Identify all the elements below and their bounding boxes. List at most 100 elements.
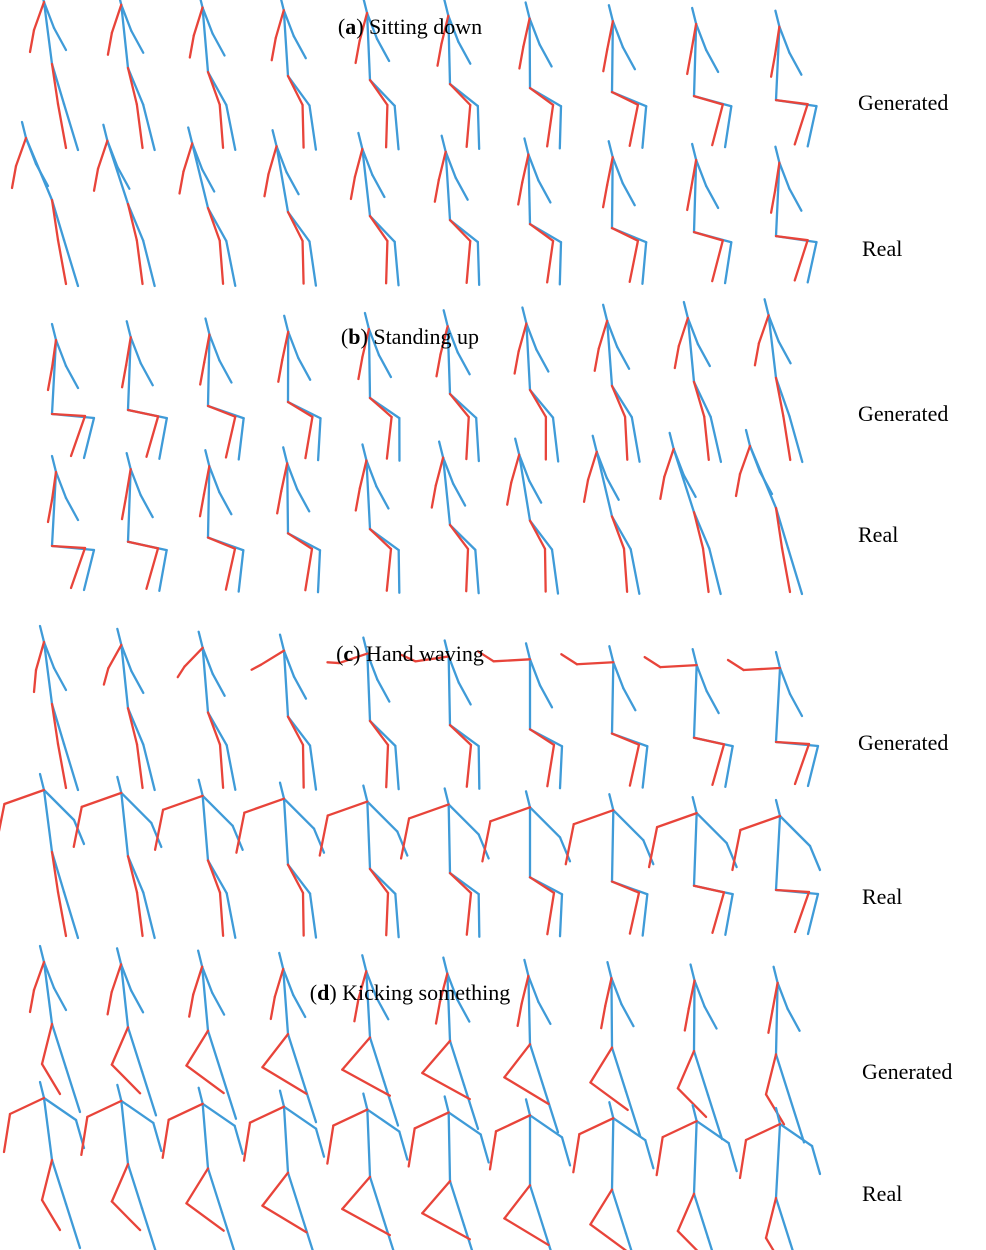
skeleton-frame	[92, 123, 156, 288]
bone-head	[362, 636, 369, 655]
bone-forearm-right	[605, 476, 620, 501]
bone-spine	[527, 153, 532, 226]
bone-thigh-left	[589, 1046, 614, 1084]
bone-upper-arm-left	[494, 1114, 532, 1133]
bone-shin-right	[641, 241, 648, 285]
bone-upper-arm-right	[528, 658, 542, 687]
bone-upper-arm-right	[447, 14, 460, 43]
bone-shin-right	[629, 547, 641, 595]
bone-forearm-left	[673, 344, 680, 370]
bone-upper-arm-right	[447, 803, 480, 836]
bone-thigh-left	[368, 527, 393, 551]
bone-head	[116, 775, 123, 795]
bone-forearm-right	[292, 35, 307, 60]
bone-head	[608, 1101, 615, 1120]
skeleton-frame	[517, 137, 563, 286]
bone-thigh-left	[448, 392, 470, 419]
bone-forearm-left	[32, 668, 38, 694]
bone-forearm-left	[738, 1138, 748, 1180]
bone-forearm-left	[277, 358, 284, 383]
bone-head	[443, 1095, 450, 1114]
panel-title-c: (c) Hand waving	[336, 641, 484, 666]
bone-thigh-left	[692, 736, 726, 746]
skeleton-frame	[178, 126, 237, 287]
bone-head	[443, 639, 450, 658]
bone-head	[278, 1089, 286, 1108]
bone-spine	[126, 467, 132, 543]
bone-upper-arm-left	[773, 161, 781, 192]
bone-head	[362, 784, 369, 803]
skeleton-frame	[731, 798, 822, 936]
bone-upper-arm-right	[447, 1111, 482, 1136]
bone-shin-right	[806, 744, 820, 788]
bone-spine	[595, 450, 614, 518]
bone-spine	[692, 22, 698, 98]
bone-forearm-right	[477, 833, 490, 860]
bone-shin-right	[82, 548, 96, 592]
bone-upper-arm-right	[201, 6, 214, 35]
skeleton-frame	[769, 145, 818, 284]
bone-head	[690, 142, 698, 162]
bone-head	[521, 306, 528, 325]
skeleton-frame	[354, 443, 401, 594]
bone-forearm-left	[120, 364, 128, 389]
skeleton-frame	[506, 437, 560, 595]
skeleton-frame	[10, 120, 80, 288]
bone-thigh-left	[206, 711, 222, 746]
skeleton-frame	[655, 1103, 738, 1250]
bone-forearm-right	[233, 1124, 244, 1155]
bone-thigh-left	[368, 78, 389, 107]
bone-forearm-left	[513, 350, 520, 375]
bone-thigh-left	[528, 86, 555, 107]
bone-upper-arm-right	[282, 649, 296, 678]
bone-thigh-left	[774, 740, 811, 746]
bone-forearm-left	[263, 173, 270, 198]
bone-shin-left	[711, 103, 724, 147]
bone-upper-arm-right	[287, 330, 300, 359]
bone-spine	[206, 333, 211, 408]
bone-spine	[525, 322, 532, 392]
bone-spine	[126, 336, 132, 412]
bone-forearm-right	[810, 1144, 822, 1176]
bone-shin-right	[788, 1097, 806, 1144]
bone-thigh-left	[206, 859, 222, 894]
bone-thigh-left	[692, 230, 724, 242]
skeleton-frame	[659, 431, 722, 596]
bone-shin-right	[558, 745, 564, 790]
bone-upper-arm-right	[605, 319, 619, 348]
bone-upper-arm-left	[281, 330, 290, 361]
bone-shin-left	[385, 743, 390, 789]
bone-upper-arm-right	[748, 444, 762, 474]
bone-forearm-right	[64, 364, 80, 390]
bone-forearm-right	[52, 666, 68, 692]
bone-thigh-left	[286, 400, 314, 419]
bone-upper-arm-right	[120, 1099, 155, 1125]
skeleton-frame	[734, 428, 804, 596]
bone-thigh-right	[528, 1184, 546, 1231]
bone-forearm-left	[102, 667, 110, 686]
bone-thigh-left	[448, 723, 473, 747]
bone-forearm-left	[46, 498, 54, 524]
bone-upper-arm-left	[690, 158, 698, 190]
skeleton-frame	[161, 1086, 244, 1250]
bone-head	[601, 303, 609, 322]
bone-shin-left	[628, 891, 641, 935]
bone-shin-left	[40, 1062, 62, 1096]
bone-head	[442, 309, 449, 328]
skeleton-frame	[503, 958, 560, 1134]
bone-thigh-left	[50, 412, 87, 418]
bone-forearm-left	[28, 988, 36, 1014]
bone-shin-right	[788, 1240, 794, 1250]
bone-shin-left	[56, 890, 68, 938]
bone-forearm-right	[231, 824, 244, 851]
bone-upper-arm-right	[612, 809, 645, 842]
bone-upper-arm-right	[275, 145, 288, 174]
bone-thigh-left	[448, 523, 470, 551]
bone-upper-arm-left	[80, 791, 123, 809]
bone-forearm-left	[769, 53, 777, 78]
bone-upper-arm-right	[612, 661, 625, 690]
bone-shin-right	[806, 240, 818, 284]
skeleton-frame	[582, 434, 641, 595]
bone-shin-left	[224, 547, 237, 591]
bone-spine	[692, 663, 698, 739]
